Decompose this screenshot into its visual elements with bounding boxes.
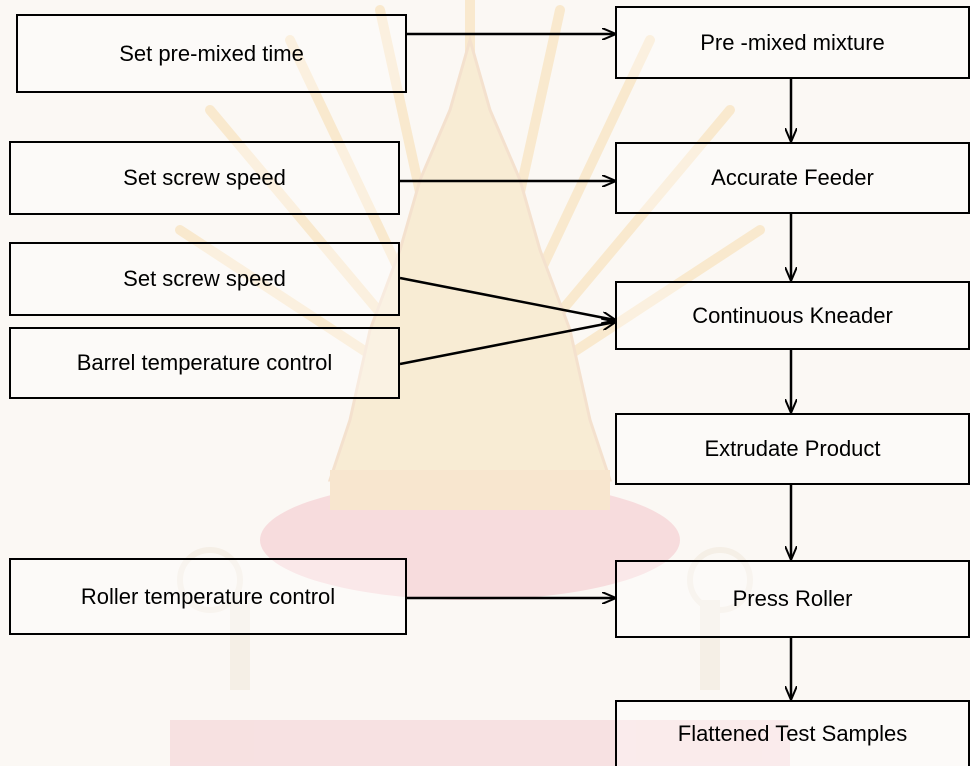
- process-box-press-roller: Press Roller: [615, 560, 970, 638]
- input-box-roller-temp-label: Roller temperature control: [80, 583, 336, 609]
- process-box-kneader: Continuous Kneader: [615, 281, 970, 350]
- input-box-premix-time: Set pre-mixed time: [16, 14, 407, 93]
- process-box-extrudate: Extrudate Product: [615, 413, 970, 485]
- input-box-screw-speed-kneader-label: Set screw speed: [123, 266, 286, 291]
- input-box-roller-temp: Roller temperature control: [9, 558, 407, 635]
- input-box-screw-speed-feeder-label: Set screw speed: [123, 165, 286, 190]
- process-box-premixed-label: Pre -mixed mixture: [700, 29, 885, 55]
- input-box-barrel-temp: Barrel temperature control: [9, 327, 400, 399]
- input-box-barrel-temp-label: Barrel temperature control: [76, 350, 333, 375]
- input-box-screw-speed-kneader: Set screw speed: [9, 242, 400, 316]
- arrow-barrel-temp-to-kneader: [399, 322, 615, 366]
- input-box-premix-time-label: Set pre-mixed time: [119, 40, 304, 66]
- process-box-feeder: Accurate Feeder: [615, 142, 970, 214]
- process-box-kneader-label: Continuous Kneader: [692, 302, 893, 328]
- process-box-premixed: Pre -mixed mixture: [615, 6, 970, 79]
- process-box-press-roller-label: Press Roller: [732, 586, 853, 611]
- input-box-screw-speed-feeder: Set screw speed: [9, 141, 400, 215]
- process-box-samples: Flattened Test Samples: [615, 700, 970, 766]
- process-box-feeder-label: Accurate Feeder: [711, 165, 874, 190]
- process-box-extrudate-label: Extrudate Product: [704, 436, 881, 461]
- process-box-samples-label: Flattened Test Samples: [677, 721, 908, 746]
- arrow-screw-speed-to-kneader: [399, 276, 615, 320]
